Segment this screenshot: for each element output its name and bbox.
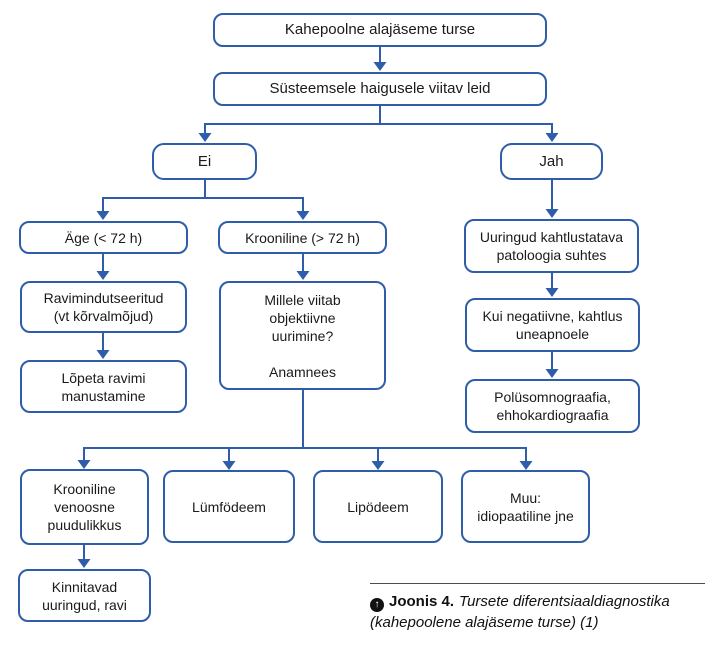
figure-title: Tursete diferentsiaaldiagnostika (kahepo…	[370, 593, 670, 631]
node-acute: Äge (< 72 h)	[19, 221, 188, 254]
node-objective-exam: Millele viitab objektiivne uurimine? Ana…	[219, 281, 386, 390]
connector-arrowhead	[96, 211, 110, 220]
connector-arrowhead	[519, 461, 533, 470]
connector-arrowhead	[77, 559, 91, 568]
node-polysomnography: Polüsomnograafia, ehhokardiograafia	[465, 379, 640, 433]
caption-text: ↑ Joonis 4.Tursete diferentsiaaldiagnosti…	[370, 591, 708, 633]
connector-arrowhead	[96, 350, 110, 359]
node-investigations: Uuringud kahtlustatava patoloogia suhtes	[464, 219, 639, 273]
node-lipedema: Lipödeem	[313, 470, 443, 543]
figure-caption: ↑ Joonis 4.Tursete diferentsiaaldiagnosti…	[370, 583, 708, 633]
connector-arrowhead	[96, 271, 110, 280]
node-other-idiopathic: Muu: idiopaatiline jne	[461, 470, 590, 543]
node-confirming-studies: Kinnitavad uuringud, ravi	[18, 569, 151, 622]
connector-arrowhead	[545, 133, 559, 142]
node-if-negative: Kui negatiivne, kahtlus uneapnoele	[465, 298, 640, 352]
node-drug-induced: Ravimindutseeritud (vt kõrvalmõjud)	[20, 281, 187, 333]
connector-arrowhead	[296, 211, 310, 220]
node-yes: Jah	[500, 143, 603, 180]
connector-arrowhead	[545, 288, 559, 297]
node-systemic-finding: Süsteemsele haigusele viitav leid	[213, 72, 547, 106]
node-chronic: Krooniline (> 72 h)	[218, 221, 387, 254]
figure-label: Joonis 4.	[389, 593, 455, 610]
connector-arrowhead	[77, 460, 91, 469]
node-lymphedema: Lümfödeem	[163, 470, 295, 543]
caption-divider	[370, 583, 705, 584]
arrow-up-circle-icon: ↑	[370, 598, 384, 612]
connector-arrowhead	[222, 461, 236, 470]
connector-arrowhead	[198, 133, 212, 142]
connector-arrowhead	[545, 209, 559, 218]
node-stop-treatment: Lõpeta ravimi manustamine	[20, 360, 187, 413]
node-chronic-venous-insufficiency: Krooniline venoosne puudulikkus	[20, 469, 149, 545]
node-bilateral-edema: Kahepoolne alajäseme turse	[213, 13, 547, 47]
connector-arrowhead	[373, 62, 387, 71]
node-no: Ei	[152, 143, 257, 180]
connector-arrowhead	[545, 369, 559, 378]
connector-arrowhead	[296, 271, 310, 280]
connector-arrowhead	[371, 461, 385, 470]
